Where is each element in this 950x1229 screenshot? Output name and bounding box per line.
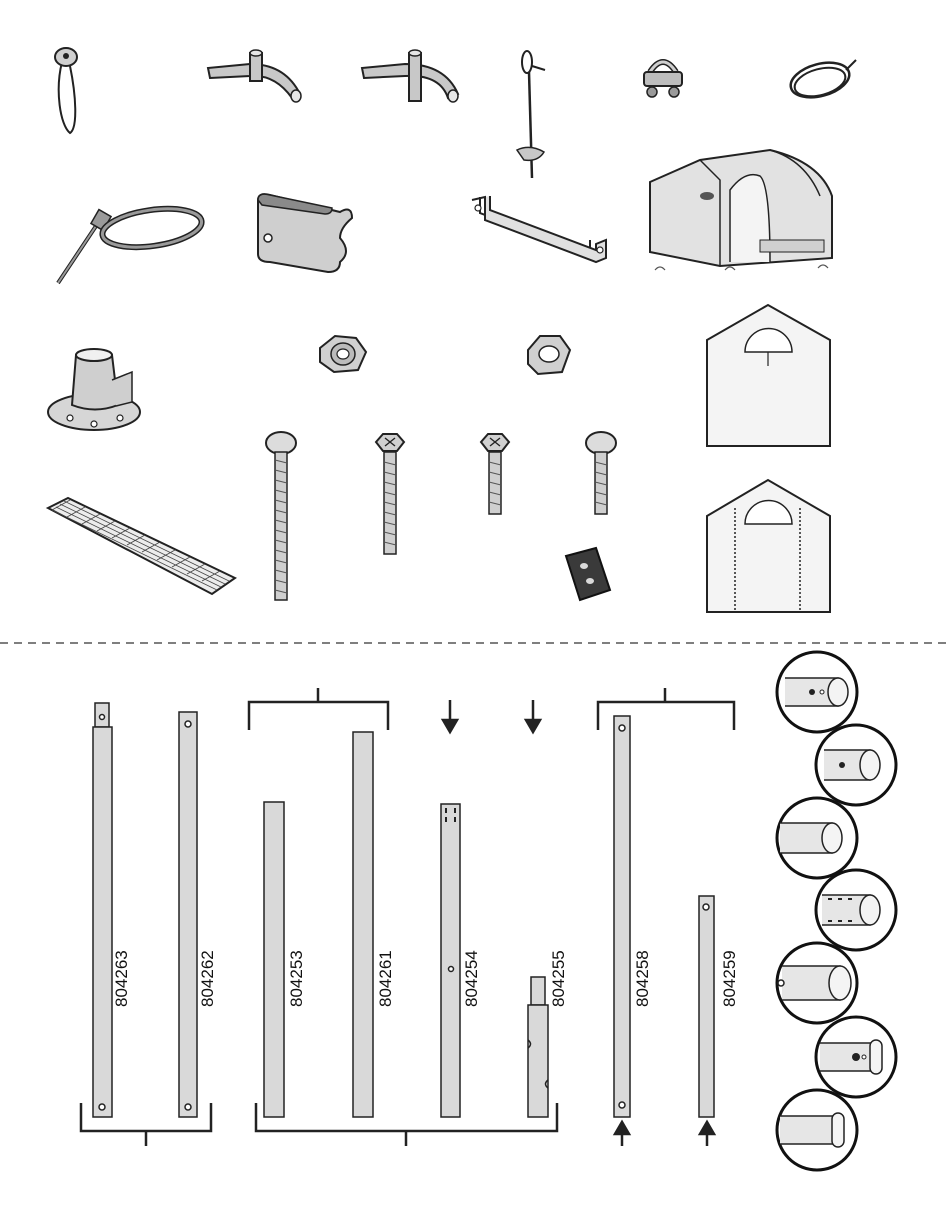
arrow-down-icon — [526, 700, 540, 732]
carriage-bolt-long-icon — [266, 432, 296, 600]
part-number-label: 804263 — [112, 950, 131, 1007]
zippered-end-panel-icon — [707, 480, 830, 612]
tube-end-detail-6-icon — [816, 1017, 896, 1097]
tube-804254 — [441, 804, 460, 1117]
cable-tie-icon — [58, 203, 204, 283]
part-number-label: 804262 — [198, 950, 217, 1007]
wire-rope-clip-icon — [644, 62, 682, 97]
part-number-label: 804255 — [549, 950, 568, 1007]
tube-end-detail-4-icon — [816, 870, 896, 950]
top-bracket-left — [249, 688, 388, 730]
orientation-arrows — [443, 700, 714, 1146]
tube-end-detail-2-icon — [816, 725, 896, 805]
crossover-connector-right-icon — [362, 50, 458, 102]
foot-plate-icon — [48, 349, 140, 430]
part-number-label: 804261 — [376, 950, 395, 1007]
tube-end-detail-7-icon — [777, 1090, 857, 1170]
tube-804255 — [528, 977, 548, 1117]
tube-804261 — [353, 732, 373, 1117]
ball-bungee-icon — [55, 48, 77, 133]
arrow-up-icon — [615, 1122, 629, 1146]
part-number-label: 804254 — [462, 950, 481, 1007]
tube-end-detail-3-icon — [777, 798, 857, 878]
tube-804263 — [93, 703, 112, 1117]
crossover-connector-left-icon — [208, 50, 301, 102]
carriage-bolt-short-icon — [586, 432, 616, 514]
tube-end-detail-1-icon — [777, 652, 857, 732]
rubber-spacer-icon — [566, 548, 610, 600]
wire-mesh-panel-icon — [48, 498, 235, 594]
tube-804262 — [179, 712, 197, 1117]
arrow-up-icon — [700, 1122, 714, 1146]
frame-tubes — [93, 703, 714, 1117]
tube-804258 — [614, 716, 630, 1117]
part-number-label: 804258 — [633, 950, 652, 1007]
part-number-label: 804259 — [720, 950, 739, 1007]
tension-bracket-icon — [472, 196, 606, 262]
bottom-bracket-center — [256, 1103, 557, 1146]
hex-bolt-short-icon — [481, 434, 509, 514]
hex-nut-icon — [528, 336, 570, 374]
rail-clip-icon — [258, 194, 352, 272]
lock-nut-icon — [320, 336, 366, 372]
hex-bolt-long-icon — [376, 434, 404, 554]
tube-end-detail-5-icon — [777, 943, 857, 1023]
arrow-down-icon — [443, 700, 457, 732]
part-number-label: 804253 — [287, 950, 306, 1007]
end-panel-icon — [707, 305, 830, 446]
auger-ground-anchor-icon — [517, 51, 545, 178]
tube-804259 — [699, 896, 714, 1117]
tube-804253 — [264, 802, 284, 1117]
cable-coil-icon — [787, 57, 856, 103]
shelter-cover-icon — [650, 150, 832, 270]
